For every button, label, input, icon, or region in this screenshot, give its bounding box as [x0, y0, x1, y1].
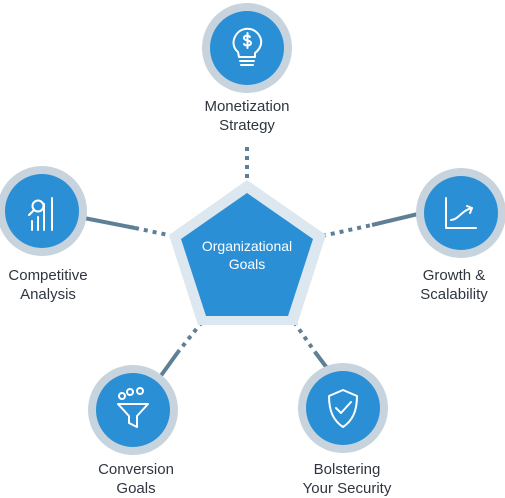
- funnel-icon: [117, 387, 149, 428]
- label-conversion-line1: Conversion: [98, 461, 174, 478]
- connector-conversion-dotted: [176, 320, 204, 354]
- center-label-line1: Organizational: [201, 238, 293, 254]
- center-label-line2: Goals: [228, 256, 266, 272]
- center-label: Organizational Goals: [187, 237, 307, 273]
- label-conversion: Conversion Goals: [76, 460, 196, 498]
- label-security-line2: Your Security: [302, 480, 392, 497]
- connector-competitive-dotted: [134, 226, 174, 238]
- label-monetization-line1: Monetization: [204, 98, 290, 115]
- label-growth-line1: Growth &: [422, 267, 486, 284]
- connector-competitive-solid: [83, 216, 136, 230]
- label-security-line1: Bolstering: [313, 461, 381, 478]
- node-monetization: [202, 3, 292, 93]
- lightbulb-dollar-icon: [232, 27, 263, 66]
- growth-chart-icon: [445, 197, 477, 229]
- label-competitive-line2: Analysis: [20, 286, 76, 303]
- analytics-magnifier-icon: [28, 197, 53, 231]
- node-security: [298, 363, 388, 453]
- label-security: Bolstering Your Security: [278, 460, 416, 498]
- connector-security-dotted: [292, 320, 317, 354]
- label-monetization-line2: Strategy: [219, 117, 275, 134]
- connector-growth-dotted: [321, 223, 373, 238]
- connector-conversion-solid: [158, 350, 180, 379]
- connector-growth-solid: [371, 212, 419, 227]
- center-pentagon: [181, 193, 313, 316]
- shield-check-icon: [328, 389, 358, 428]
- label-growth: Growth & Scalability: [403, 266, 505, 304]
- node-conversion: [88, 365, 178, 455]
- label-growth-line2: Scalability: [420, 286, 488, 303]
- label-conversion-line2: Goals: [116, 480, 156, 497]
- node-growth: [416, 168, 505, 258]
- label-monetization: Monetization Strategy: [177, 97, 317, 135]
- label-competitive-line1: Competitive: [8, 267, 88, 284]
- node-competitive: [0, 166, 87, 256]
- label-competitive: Competitive Analysis: [0, 266, 96, 304]
